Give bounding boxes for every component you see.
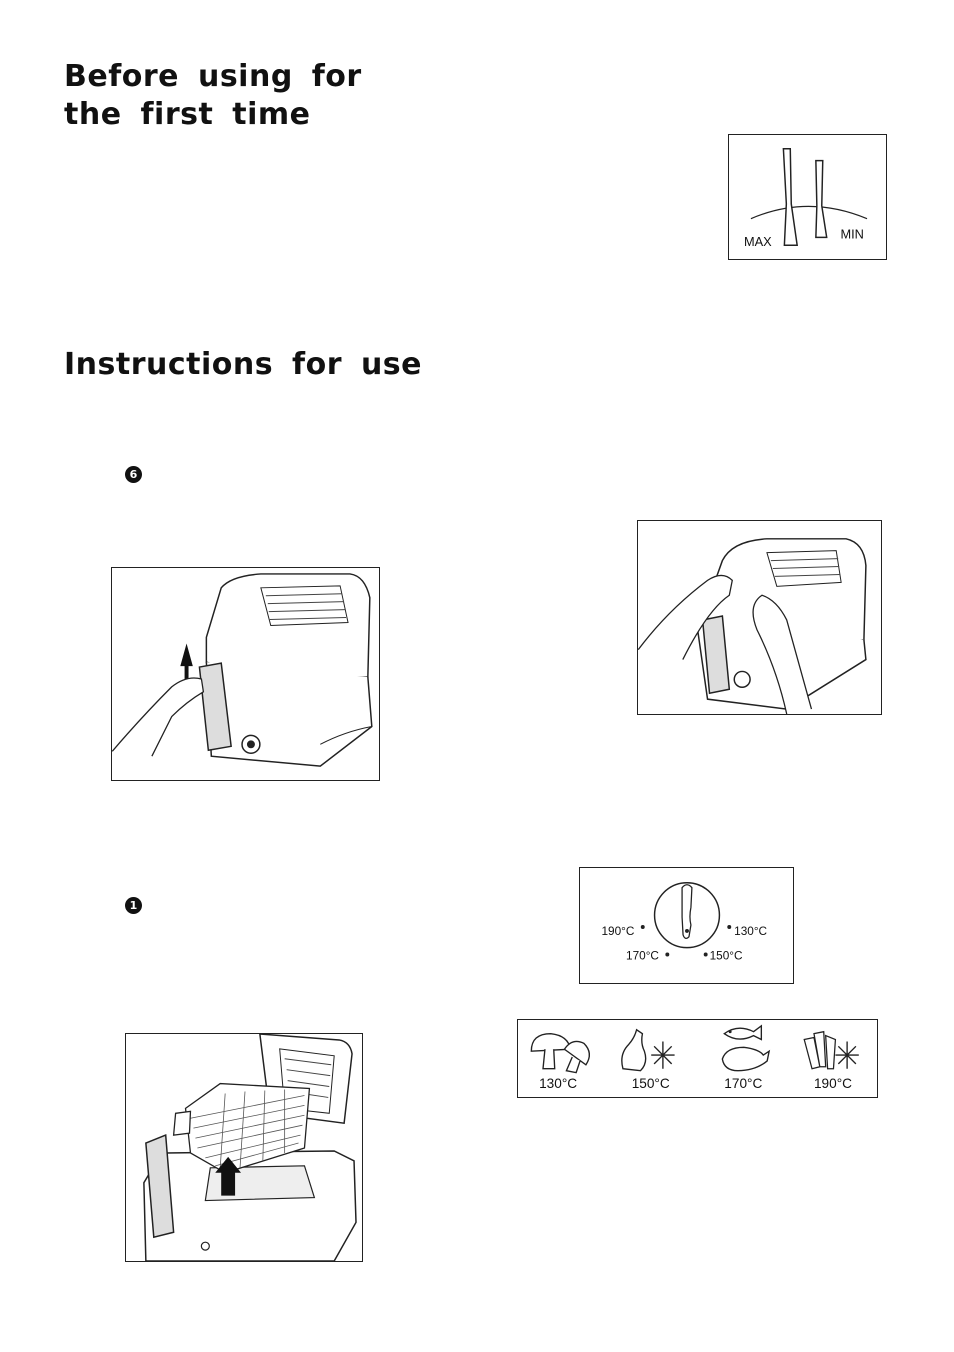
step-badge-1: 1 [125,897,142,914]
min-label: MIN [840,226,863,241]
thermostat-setting-150: 150°C [710,949,743,962]
guide-temp-190: 190°C [814,1076,852,1091]
thermostat-setting-190: 190°C [601,925,634,938]
lift-basket-figure [125,1033,363,1262]
guide-temp-150: 150°C [632,1076,670,1091]
frozen-poultry-icon [621,1028,675,1072]
mushroom-icon [530,1032,590,1074]
food-temperature-guide-drawing: 130°C 150°C 170°C 190°C [530,1024,859,1091]
heading-instructions-for-use: Instructions for use [64,347,423,382]
frozen-fries-icon [803,1030,859,1070]
fish-chicken-icon [721,1024,771,1072]
thermostat-dial-drawing: 190°C 130°C 170°C 150°C [601,882,768,962]
guide-temp-170: 170°C [724,1076,762,1091]
open-lid-drawing [112,573,373,767]
thermostat-setting-170: 170°C [626,949,659,962]
guide-temp-130: 130°C [539,1076,577,1091]
max-label: MAX [744,234,772,249]
food-temperature-guide: 130°C 150°C 170°C 190°C [517,1019,878,1098]
close-lid-figure [637,520,882,715]
step-badge-6: 6 [125,466,142,483]
oil-level-gauge-figure: MAX MIN [728,134,887,260]
oil-level-gauge-drawing: MAX MIN [744,148,868,249]
thermostat-setting-130: 130°C [734,925,767,938]
open-lid-figure [111,567,380,781]
lift-basket-drawing [143,1034,357,1261]
close-lid-drawing [638,538,867,714]
heading-before-first-use: Before using for the first time [64,59,362,132]
thermostat-dial-figure: 190°C 130°C 170°C 150°C [579,867,794,984]
